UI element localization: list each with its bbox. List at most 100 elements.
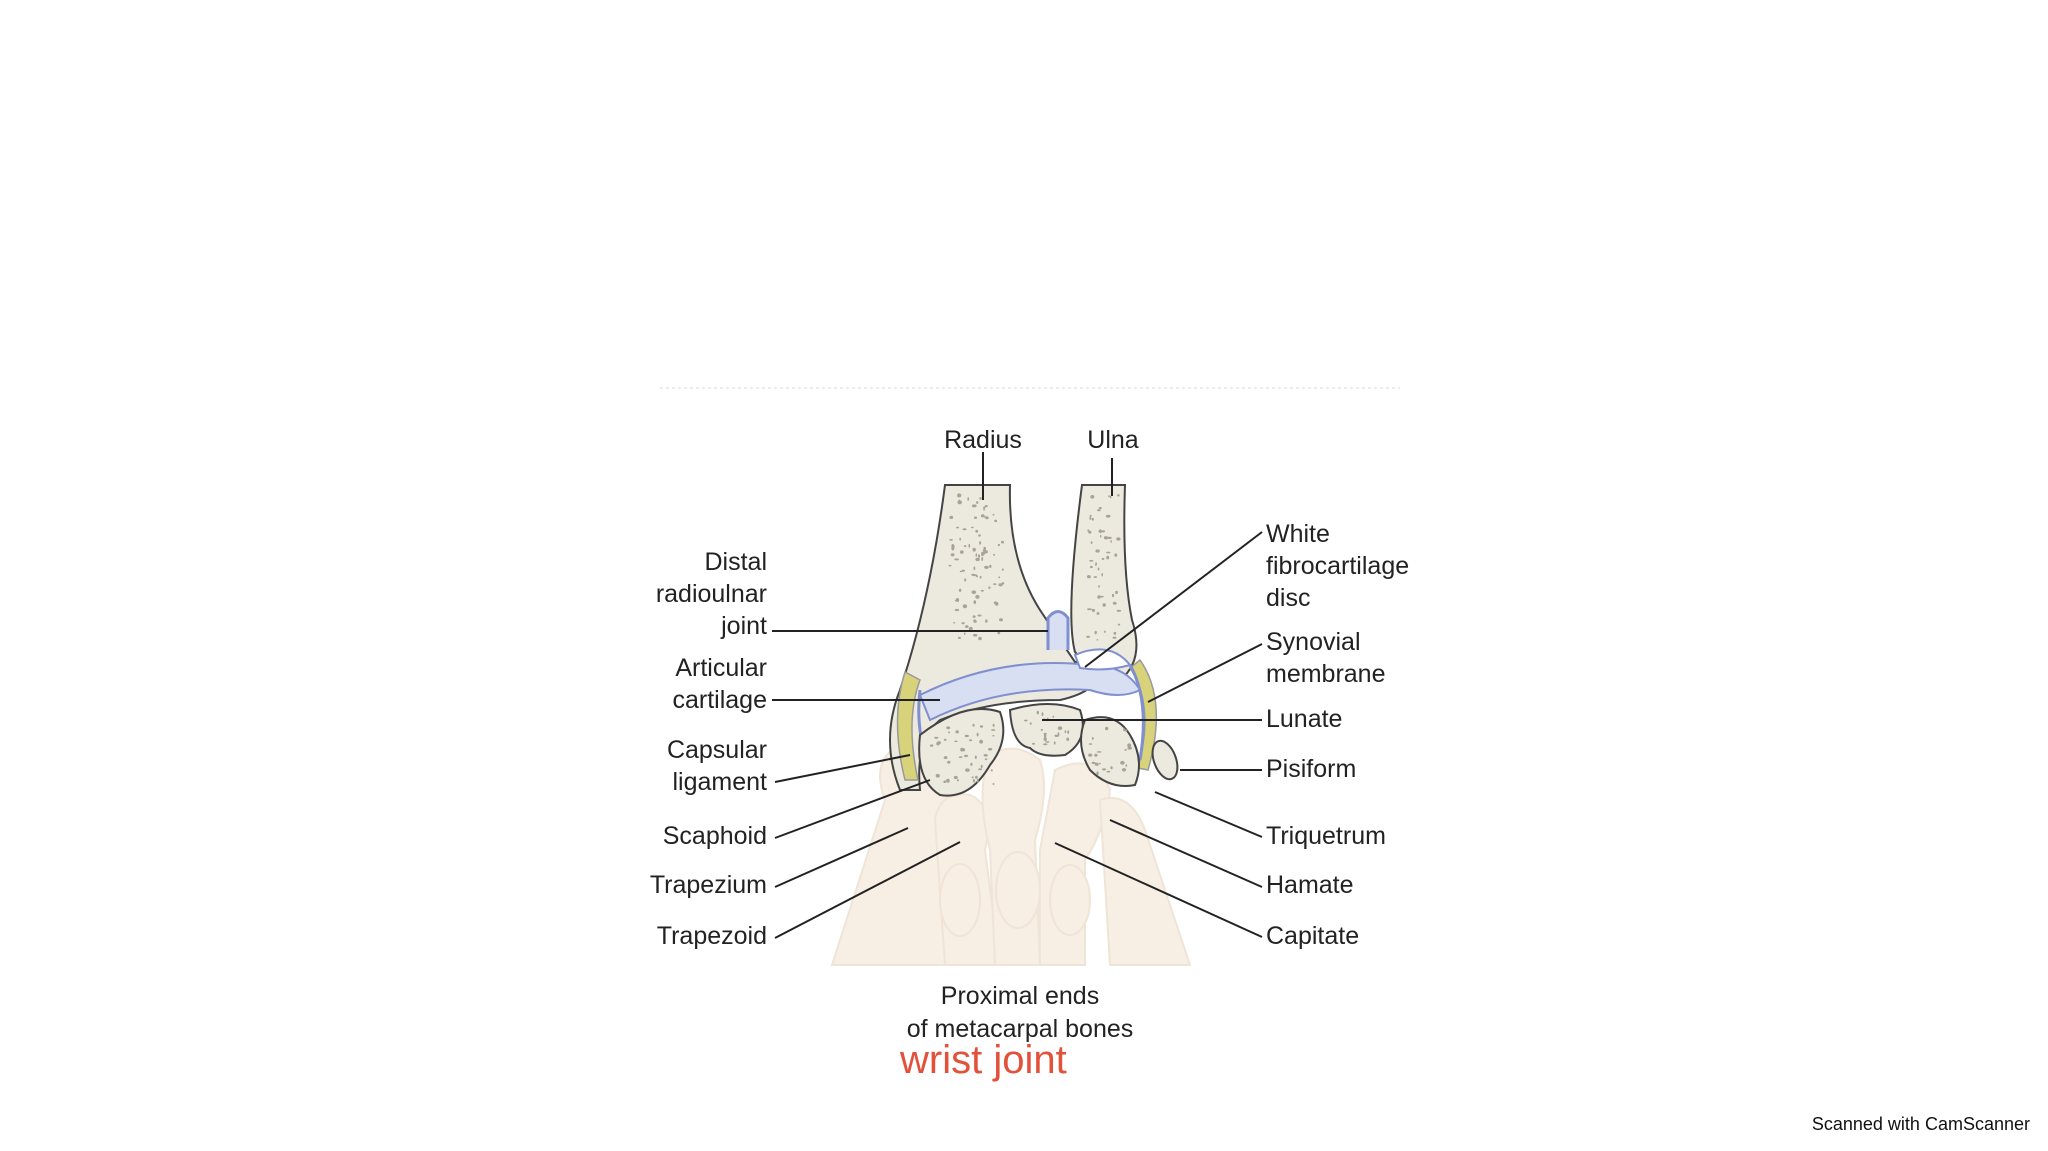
bone-pore: [960, 747, 964, 752]
bone-pore: [971, 504, 977, 508]
bone-pore: [1023, 719, 1028, 722]
bone-pore: [1098, 762, 1101, 765]
bone-pore: [1097, 567, 1100, 571]
bone-pore: [957, 500, 962, 505]
bone-pore: [962, 604, 968, 609]
bone-pore: [983, 754, 988, 757]
bone-pore: [1032, 742, 1035, 745]
bone-pore: [972, 723, 975, 727]
bone-pore: [975, 553, 978, 557]
bone-pore: [958, 588, 962, 592]
bone-pore: [1095, 549, 1100, 553]
bone-pore: [991, 729, 996, 731]
bone-pore: [1094, 630, 1097, 635]
bone-pore: [1095, 564, 1097, 566]
label-trapezium: Trapezium: [649, 871, 767, 899]
bone-pore: [1042, 743, 1048, 746]
bone-pore: [1125, 764, 1128, 767]
bone-pore: [1120, 760, 1125, 765]
bone-pore: [950, 553, 955, 557]
bone-pore: [997, 543, 1001, 547]
bone-pore: [1105, 726, 1109, 731]
bone-pore: [974, 755, 977, 759]
articular-cartilage: [918, 662, 1142, 722]
bone-pore: [1107, 536, 1112, 540]
bone-pore: [963, 545, 967, 548]
bone-pore: [973, 516, 978, 519]
bone-pore: [956, 526, 959, 529]
bone-pore: [1089, 516, 1092, 520]
bone-pore: [1112, 601, 1117, 605]
bone-pore: [1043, 733, 1047, 738]
label-distal-radioulnar-joint: Distal radioulnar joint: [655, 548, 767, 640]
bone-pore: [999, 618, 1003, 622]
bone-pore: [957, 636, 961, 640]
bone-pore: [1091, 608, 1096, 612]
bone-pore: [1088, 530, 1092, 534]
bone-pore: [973, 566, 976, 571]
label-scaphoid: Scaphoid: [662, 822, 767, 850]
bone-pore: [983, 508, 985, 511]
bone-pore: [961, 569, 965, 572]
bone-pore: [1116, 537, 1121, 541]
bone-pore: [1108, 495, 1110, 498]
bone-pore: [959, 537, 961, 541]
bone-pore: [975, 529, 979, 533]
bone-pore: [973, 633, 978, 637]
bone-pore: [980, 589, 984, 592]
bone-pore: [992, 514, 995, 516]
bone-pore: [1101, 557, 1105, 560]
label-triquetrum: Triquetrum: [1266, 822, 1386, 850]
bone-pore: [1043, 737, 1047, 741]
bone-pore: [1097, 595, 1101, 599]
bone-pore: [964, 754, 968, 758]
bone-pore: [976, 779, 979, 783]
bone-pore: [948, 731, 950, 734]
bone-pore: [979, 575, 982, 579]
bone-pore: [998, 576, 1001, 579]
bone-pore: [1087, 608, 1092, 611]
bone-pore: [962, 528, 967, 531]
bone-pore: [982, 506, 986, 509]
bone-pore: [1094, 762, 1099, 766]
bone-pore: [1001, 568, 1004, 571]
bone-pore: [1094, 753, 1098, 757]
bone-pore: [1096, 639, 1099, 641]
bone-pore: [1089, 559, 1094, 562]
bone-pore: [1127, 746, 1132, 750]
bone-pore: [954, 558, 959, 561]
bone-pore: [978, 768, 983, 771]
bone-pore: [993, 553, 995, 556]
bone-pore: [973, 600, 977, 604]
bone-pore: [988, 586, 991, 589]
bone-pore: [975, 775, 978, 779]
scanner-watermark: Scanned with CamScanner: [1811, 1114, 2030, 1134]
bone-pore: [1111, 593, 1115, 598]
bone-pore: [1112, 636, 1117, 639]
bone-pore: [1115, 590, 1118, 595]
bone-pore: [949, 539, 953, 541]
bone-pores: [929, 493, 1132, 785]
bone-pore: [984, 505, 988, 508]
label-white-fibrocartilage-disc: White fibrocartilage disc: [1266, 520, 1410, 612]
bone-pore: [1096, 771, 1099, 776]
bone-pore: [1036, 710, 1040, 715]
bone-pore: [1105, 514, 1111, 518]
bone-pore: [965, 625, 969, 628]
bone-pore: [1089, 565, 1093, 569]
bone-pore: [984, 565, 989, 569]
bone-pore: [1029, 722, 1032, 725]
bone-pore: [964, 578, 967, 582]
pisiform-bone: [1151, 739, 1179, 781]
bone-pore: [1052, 715, 1055, 718]
bone-pore: [988, 747, 993, 751]
bone-pore: [978, 534, 981, 537]
label-metacarpals: Proximal ends of metacarpal bones: [906, 982, 1134, 1043]
bone-pore: [1102, 768, 1106, 771]
bone-pore: [1054, 734, 1059, 737]
bone-pore: [1091, 517, 1095, 521]
bone-pore: [947, 760, 951, 764]
bone-pore: [937, 741, 941, 745]
bone-pore: [978, 554, 980, 558]
bone-pore: [976, 501, 979, 504]
